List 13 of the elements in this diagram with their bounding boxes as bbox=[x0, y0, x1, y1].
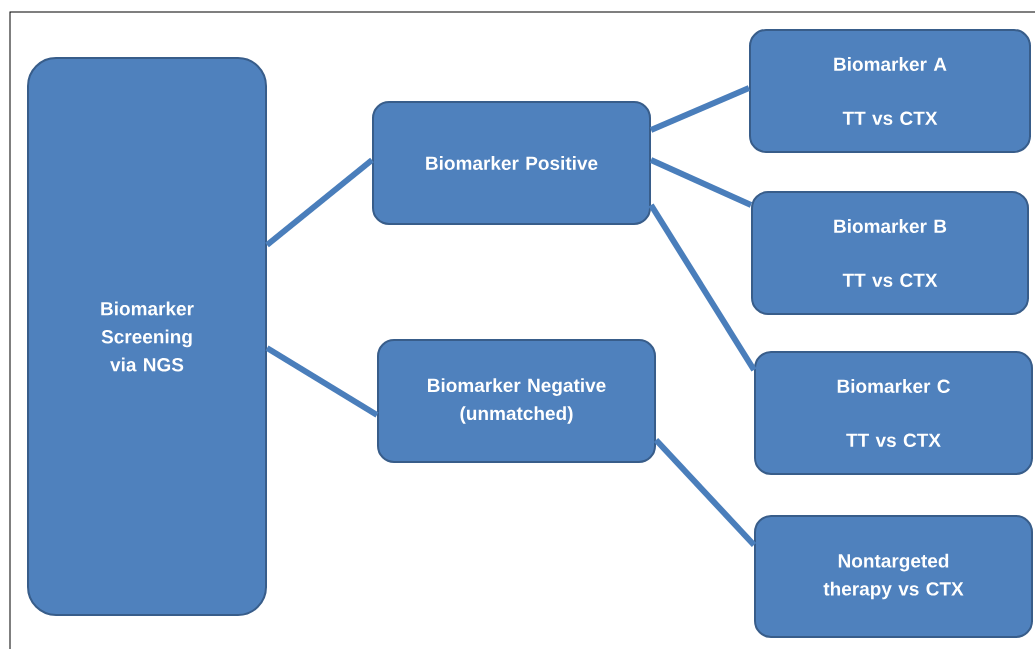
process-box: Biomarker Positive bbox=[372, 101, 651, 225]
connector-line bbox=[649, 157, 753, 208]
connector-line bbox=[648, 203, 757, 372]
process-box: Biomarker B TT vs CTX bbox=[751, 191, 1029, 315]
connector-line bbox=[653, 437, 757, 548]
process-box: Biomarker C TT vs CTX bbox=[754, 351, 1033, 475]
process-box: Nontargeted therapy vs CTX bbox=[754, 515, 1033, 638]
process-box: Biomarker Screening via NGS bbox=[27, 57, 267, 616]
connector-line bbox=[265, 345, 379, 418]
process-box: Biomarker Negative (unmatched) bbox=[377, 339, 656, 463]
process-box: Biomarker A TT vs CTX bbox=[749, 29, 1031, 153]
connector-line bbox=[649, 85, 751, 133]
connector-line bbox=[265, 157, 374, 248]
